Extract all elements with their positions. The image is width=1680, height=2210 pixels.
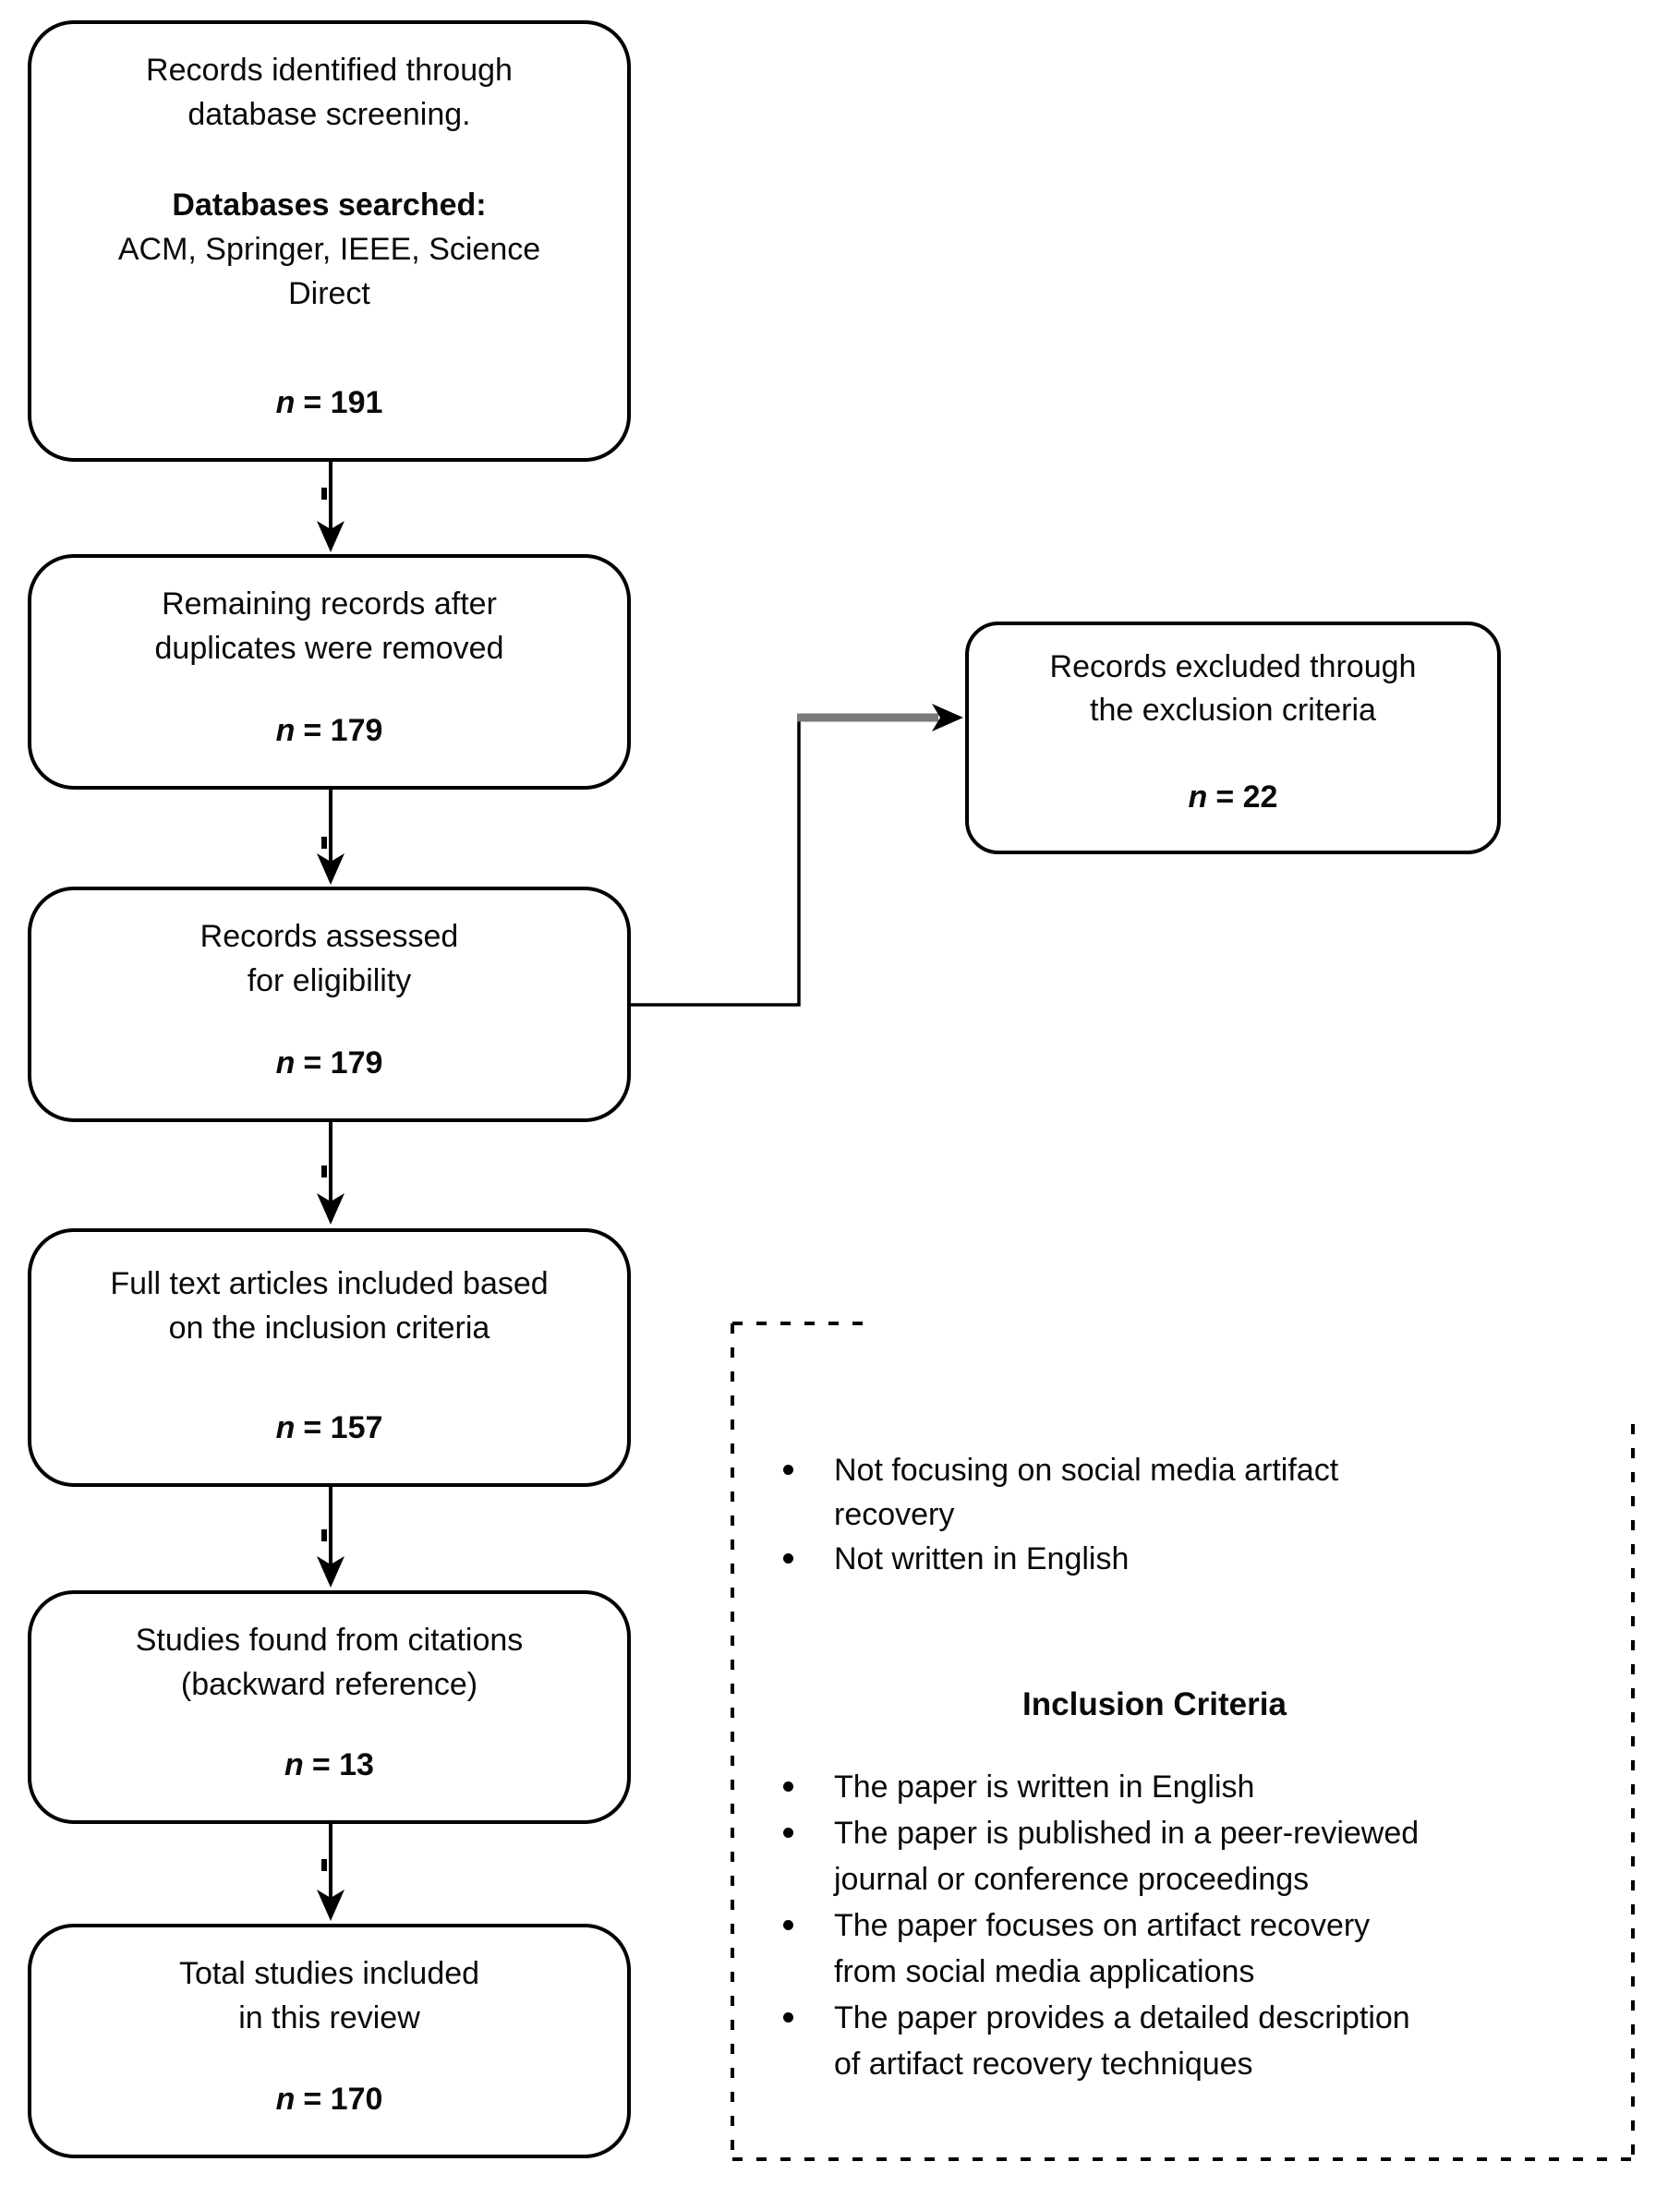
- box-subtitle-bold: Databases searched:: [172, 187, 487, 223]
- n-symbol: n: [275, 2082, 296, 2117]
- list-item-text: Not written in English: [834, 1541, 1130, 1576]
- arrowhead-down-1: [317, 521, 344, 552]
- n-symbol: n: [275, 713, 296, 748]
- n-symbol: n: [275, 1410, 296, 1445]
- bullet-icon: [783, 1920, 793, 1930]
- n-symbol: n: [284, 1747, 304, 1782]
- box-count: n= 157: [276, 1406, 383, 1450]
- list-item-text: The paper is published in a peer-reviewe…: [834, 1816, 1420, 1897]
- arrowhead-right: [932, 704, 963, 731]
- exclusion-connector-elbow: [631, 718, 801, 1007]
- bullet-icon: [783, 2012, 793, 2023]
- box-count: n= 170: [276, 2077, 383, 2121]
- n-value: = 170: [303, 2082, 383, 2117]
- n-value: = 179: [303, 713, 383, 748]
- arrowhead-down-2: [317, 853, 344, 885]
- box-count: n= 22: [1189, 776, 1278, 819]
- inclusion-criteria-heading: Inclusion Criteria: [1022, 1686, 1287, 1722]
- n-symbol: n: [1188, 779, 1208, 815]
- n-value: = 191: [303, 385, 383, 420]
- box-count: n= 179: [276, 708, 383, 753]
- bullet-icon: [783, 1781, 793, 1792]
- bullet-icon: [783, 1828, 793, 1838]
- arrowhead-down-3: [317, 1193, 344, 1225]
- list-item-text: The paper is written in English: [834, 1769, 1255, 1805]
- n-symbol: n: [275, 1045, 296, 1081]
- connector-dot-artifact: [321, 1859, 327, 1871]
- list-item: Not written in English: [783, 1537, 1430, 1581]
- box-count: n= 179: [276, 1041, 383, 1085]
- bullet-icon: [783, 1465, 793, 1475]
- inclusion-criteria-list: The paper is written in English The pape…: [783, 1764, 1430, 2087]
- list-item: The paper is published in a peer-reviewe…: [783, 1810, 1430, 1902]
- connector-dot-artifact: [321, 1529, 327, 1541]
- n-symbol: n: [275, 385, 296, 420]
- connector-dot-artifact: [321, 488, 327, 500]
- box-count: n= 191: [276, 380, 383, 425]
- flow-box-citation-studies: Studies found from citations(backward re…: [28, 1590, 631, 1824]
- n-value: = 22: [1215, 779, 1278, 815]
- list-item: The paper is written in English: [783, 1764, 1430, 1810]
- n-value: = 13: [311, 1747, 374, 1782]
- n-value: = 157: [303, 1410, 383, 1445]
- list-item-text: The paper provides a detailed descriptio…: [834, 2000, 1410, 2082]
- connector-dot-artifact: [321, 1165, 327, 1177]
- bullet-icon: [783, 1553, 793, 1564]
- arrowhead-down-5: [317, 1890, 344, 1921]
- connector-dot-artifact: [321, 837, 327, 849]
- arrowhead-down-4: [317, 1556, 344, 1588]
- box-count: n= 13: [284, 1743, 374, 1787]
- box-title: Studies found from citations(backward re…: [135, 1623, 524, 1702]
- n-value: = 179: [303, 1045, 383, 1081]
- list-item: The paper provides a detailed descriptio…: [783, 1995, 1430, 2087]
